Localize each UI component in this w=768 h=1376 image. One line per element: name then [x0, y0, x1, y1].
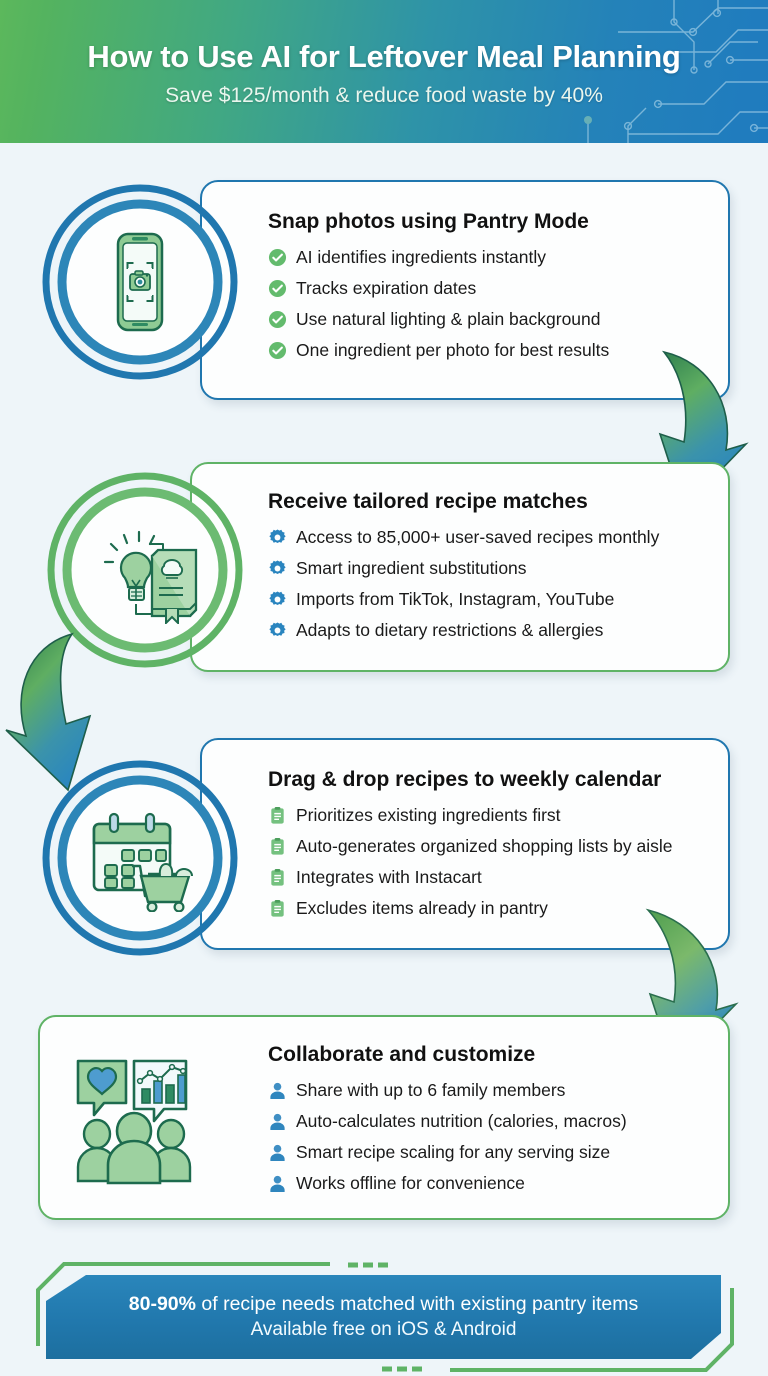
clipboard-icon [271, 899, 284, 917]
step-3-content: Drag & drop recipes to weekly calendar P… [268, 768, 672, 924]
person-icon [270, 1082, 285, 1100]
gear-icon [269, 622, 286, 637]
step-2-medallion [45, 470, 245, 670]
page-subtitle: Save $125/month & reduce food waste by 4… [165, 84, 603, 107]
clipboard-icon [271, 837, 284, 855]
stat-highlight: 80-90% [128, 1293, 196, 1315]
step-1-title: Snap photos using Pantry Mode [268, 210, 589, 233]
phone-camera-scan-icon [90, 230, 190, 334]
step-3-bullets: Prioritizes existing ingredients first A… [268, 800, 672, 924]
step-2-bullets: Access to 85,000+ user-saved recipes mon… [268, 522, 659, 646]
list-item-label: Adapts to dietary restrictions & allergi… [296, 620, 604, 640]
calendar-shopping-cart-icon [84, 804, 196, 912]
list-item-label: Smart ingredient substitutions [296, 558, 527, 578]
list-item: Works offline for convenience [268, 1168, 627, 1199]
step-1-bullets: AI identifies ingredients instantly Trac… [268, 242, 609, 366]
list-item: Smart recipe scaling for any serving siz… [268, 1137, 627, 1168]
list-item: Auto-calculates nutrition (calories, mac… [268, 1106, 627, 1137]
clipboard-icon [271, 806, 284, 824]
list-item: Integrates with Instacart [268, 862, 672, 893]
step-2-content: Receive tailored recipe matches Access t… [268, 490, 659, 646]
list-item-label: Prioritizes existing ingredients first [296, 805, 561, 825]
list-item-label: Auto-calculates nutrition (calories, mac… [296, 1111, 627, 1131]
list-item: Access to 85,000+ user-saved recipes mon… [268, 522, 659, 553]
list-item: Smart ingredient substitutions [268, 553, 659, 584]
list-item: Use natural lighting & plain background [268, 304, 609, 335]
footer-banner: 80-90% of recipe needs matched with exis… [30, 1262, 740, 1372]
list-item-label: Excludes items already in pantry [296, 898, 548, 918]
list-item: Imports from TikTok, Instagram, YouTube [268, 584, 659, 615]
list-item-label: Share with up to 6 family members [296, 1080, 566, 1100]
list-item: One ingredient per photo for best result… [268, 335, 609, 366]
step-1-medallion [40, 182, 240, 382]
list-item: Tracks expiration dates [268, 273, 609, 304]
list-item: Auto-generates organized shopping lists … [268, 831, 672, 862]
list-item: Share with up to 6 family members [268, 1075, 627, 1106]
footer-stat-line: 80-90% of recipe needs matched with exis… [129, 1293, 638, 1316]
step-4-bullets: Share with up to 6 family members Auto-c… [268, 1075, 627, 1199]
list-item-label: Use natural lighting & plain background [296, 309, 601, 329]
list-item-label: Integrates with Instacart [296, 867, 482, 887]
step-4-title: Collaborate and customize [268, 1043, 536, 1066]
list-item: Excludes items already in pantry [268, 893, 672, 924]
person-icon [270, 1113, 285, 1131]
person-icon [270, 1144, 285, 1162]
check-circle-icon [268, 248, 287, 267]
list-item-label: One ingredient per photo for best result… [296, 340, 610, 360]
list-item: Prioritizes existing ingredients first [268, 800, 672, 831]
footer-stat-banner: 80-90% of recipe needs matched with exis… [46, 1275, 721, 1359]
step-4-content: Collaborate and customize Share with up … [268, 1043, 627, 1199]
check-circle-icon [268, 279, 287, 298]
list-item-label: Imports from TikTok, Instagram, YouTube [296, 589, 615, 609]
check-circle-icon [268, 341, 287, 360]
circuit-decoration-icon [584, 0, 768, 143]
gear-icon [269, 560, 286, 575]
list-item-label: Auto-generates organized shopping lists … [296, 836, 673, 856]
decorative-bracket [36, 1262, 734, 1372]
list-item-label: Smart recipe scaling for any serving siz… [296, 1142, 611, 1162]
step-1-content: Snap photos using Pantry Mode AI identif… [268, 210, 609, 366]
gear-icon [269, 529, 286, 544]
list-item-label: Tracks expiration dates [296, 278, 477, 298]
stat-rest: of recipe needs matched with existing pa… [196, 1293, 639, 1315]
step-2-title: Receive tailored recipe matches [268, 490, 588, 513]
list-item: AI identifies ingredients instantly [268, 242, 609, 273]
check-circle-icon [268, 310, 287, 329]
lightbulb-recipe-book-icon [89, 516, 201, 624]
list-item-label: Access to 85,000+ user-saved recipes mon… [296, 527, 660, 547]
gear-icon [269, 591, 286, 606]
footer-availability: Available free on iOS & Android [250, 1319, 517, 1340]
list-item-label: Works offline for convenience [296, 1173, 525, 1193]
header-banner: How to Use AI for Leftover Meal Planning… [0, 0, 768, 143]
family-group-chat-chart-icon [72, 1055, 197, 1185]
page-title: How to Use AI for Leftover Meal Planning [87, 39, 681, 74]
step-3-title: Drag & drop recipes to weekly calendar [268, 768, 662, 791]
list-item-label: AI identifies ingredients instantly [296, 247, 546, 267]
list-item: Adapts to dietary restrictions & allergi… [268, 615, 659, 646]
person-icon [270, 1175, 285, 1193]
step-3-medallion [40, 758, 240, 958]
clipboard-icon [271, 868, 284, 886]
step-3-card[interactable] [200, 738, 730, 950]
